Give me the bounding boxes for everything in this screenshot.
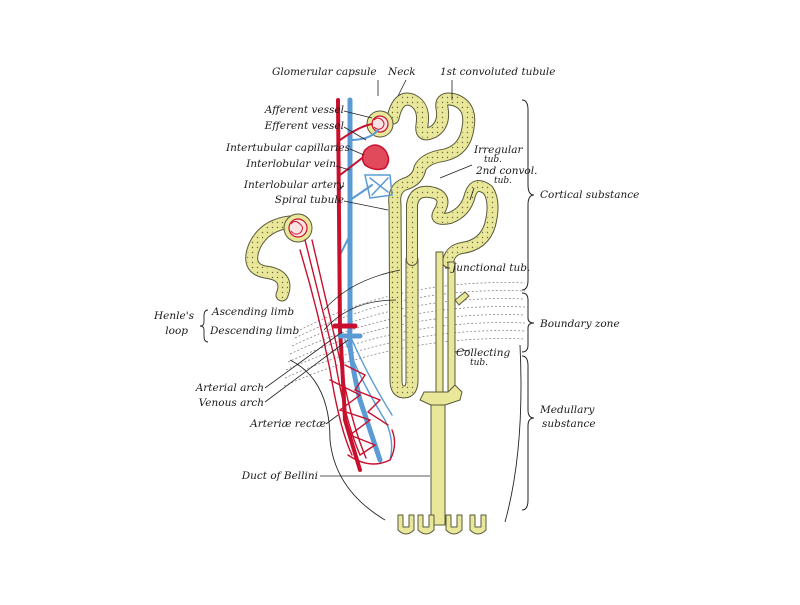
region-braces [521,99,535,511]
label-interlobular-vein: Interlobular vein [246,158,336,170]
first-convoluted-tubule [386,92,476,399]
glomerulus-lower [283,213,313,243]
label-afferent-vessel: Afferent vessel [264,104,344,116]
label-first-convoluted-tubule: 1st convoluted tubule [440,66,556,78]
label-henles-loop-2: loop [165,325,188,337]
label-ascending-limb: Ascending limb [212,306,295,318]
label-junctional-tub: Junctional tub. [452,262,531,274]
label-glomerular-capsule: Glomerular capsule [272,66,377,78]
leader-lines [264,79,475,477]
label-henles-loop-1: Henle's [154,310,194,322]
tubules [245,92,499,535]
label-interlobular-artery: Interlobular artery [243,179,344,191]
label-spiral-tubule: Spiral tubule [274,194,344,206]
label-collecting-tub-abbr: tub. [470,358,489,368]
label-medullary-substance-2: substance [542,418,596,430]
henles-loop-brace [199,309,209,343]
second-convoluted-tubule [406,180,499,268]
label-irregular-tub: Irregular [474,144,523,156]
label-second-convol-tub: 2nd convol. [476,165,538,177]
label-duct-of-bellini: Duct of Bellini [241,470,318,482]
label-descending-limb: Descending limb [210,325,300,337]
label-second-convol-tub-abbr: tub. [494,176,513,186]
label-irregular-tub-abbr: tub. [484,155,503,165]
label-arteriae-rectae: Arteriæ rectæ [250,418,326,430]
blood-vessels [299,97,396,472]
label-neck: Neck [388,66,416,78]
label-boundary-zone: Boundary zone [540,318,620,330]
label-cortical-substance: Cortical substance [540,189,640,201]
label-collecting-tub: Collecting [456,347,511,359]
interlobular-artery [336,98,362,472]
label-medullary-substance-1: Medullary [540,404,595,416]
collecting-tubules [419,251,470,526]
label-venous-arch: Venous arch [198,397,264,409]
label-efferent-vessel: Efferent vessel [264,120,344,132]
left-nephron-tubule [245,215,297,302]
medullary-pyramid-outline [289,344,522,523]
arteriae-rectae [299,239,396,465]
label-intertubular-capillaries: Intertubular capillaries [226,142,350,154]
duct-openings [397,514,487,535]
intertubular-capillaries [361,144,393,199]
label-arterial-arch: Arterial arch [195,382,264,394]
